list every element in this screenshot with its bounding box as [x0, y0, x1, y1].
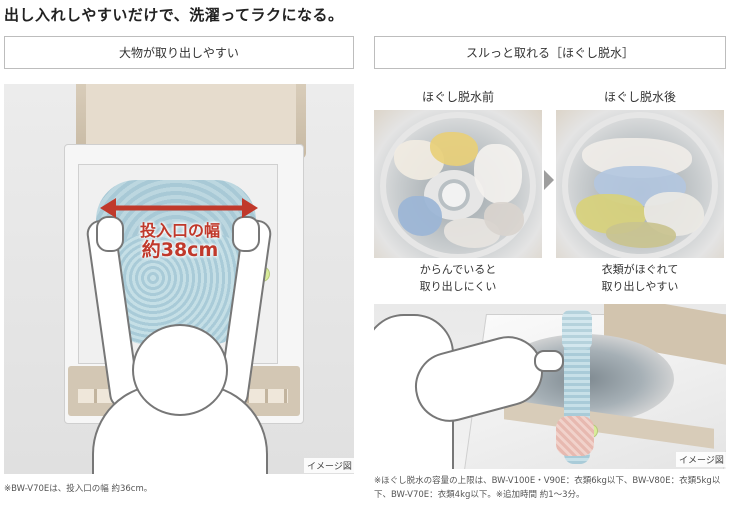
photo-before-untangle — [374, 110, 542, 258]
after-desc-line1: 衣類がほぐれて — [601, 263, 679, 276]
before-description: からんでいると 取り出しにくい — [374, 262, 542, 295]
width-callout-line1: 投入口の幅 — [139, 221, 220, 240]
image-caption-left: イメージ図 — [304, 458, 355, 473]
towel-top — [562, 310, 592, 350]
note-left: ※BW-V70Eは、投入口の幅 約36cm。 — [4, 484, 153, 494]
after-desc-line2: 取り出しやすい — [601, 279, 679, 293]
towel-end — [556, 416, 594, 456]
before-desc-line1: からんでいると — [419, 263, 497, 276]
image-caption-right: イメージ図 — [676, 452, 727, 467]
photo-washer-top-view: 投入口の幅 約38cm — [4, 84, 354, 474]
before-desc-line2: 取り出しにくい — [419, 279, 497, 293]
width-callout: 投入口の幅 約38cm — [120, 222, 240, 260]
person-head — [132, 324, 228, 416]
headline: 出し入れしやすいだけで、洗濯ってラクになる。 — [4, 6, 344, 24]
note-right: ※ほぐし脱水の容量の上限は、BW-V100E・V90E：衣類6kg以下、BW-V… — [374, 476, 721, 501]
hand-left — [96, 216, 124, 252]
photo-taking-out-towel — [374, 304, 726, 469]
before-title: ほぐし脱水前 — [421, 90, 494, 104]
after-title: ほぐし脱水後 — [603, 90, 676, 104]
width-callout-line2: 約38cm — [141, 238, 219, 261]
hand-right — [232, 216, 260, 252]
triangle-right-icon — [544, 170, 554, 190]
double-headed-arrow-icon — [100, 198, 258, 218]
after-description: 衣類がほぐれて 取り出しやすい — [556, 262, 724, 295]
section-label-right: スルっと取れる［ほぐし脱水］ — [374, 36, 726, 69]
section-label-left: 大物が取り出しやすい — [4, 36, 354, 69]
photo-after-untangle — [556, 110, 724, 258]
hand — [534, 350, 564, 372]
